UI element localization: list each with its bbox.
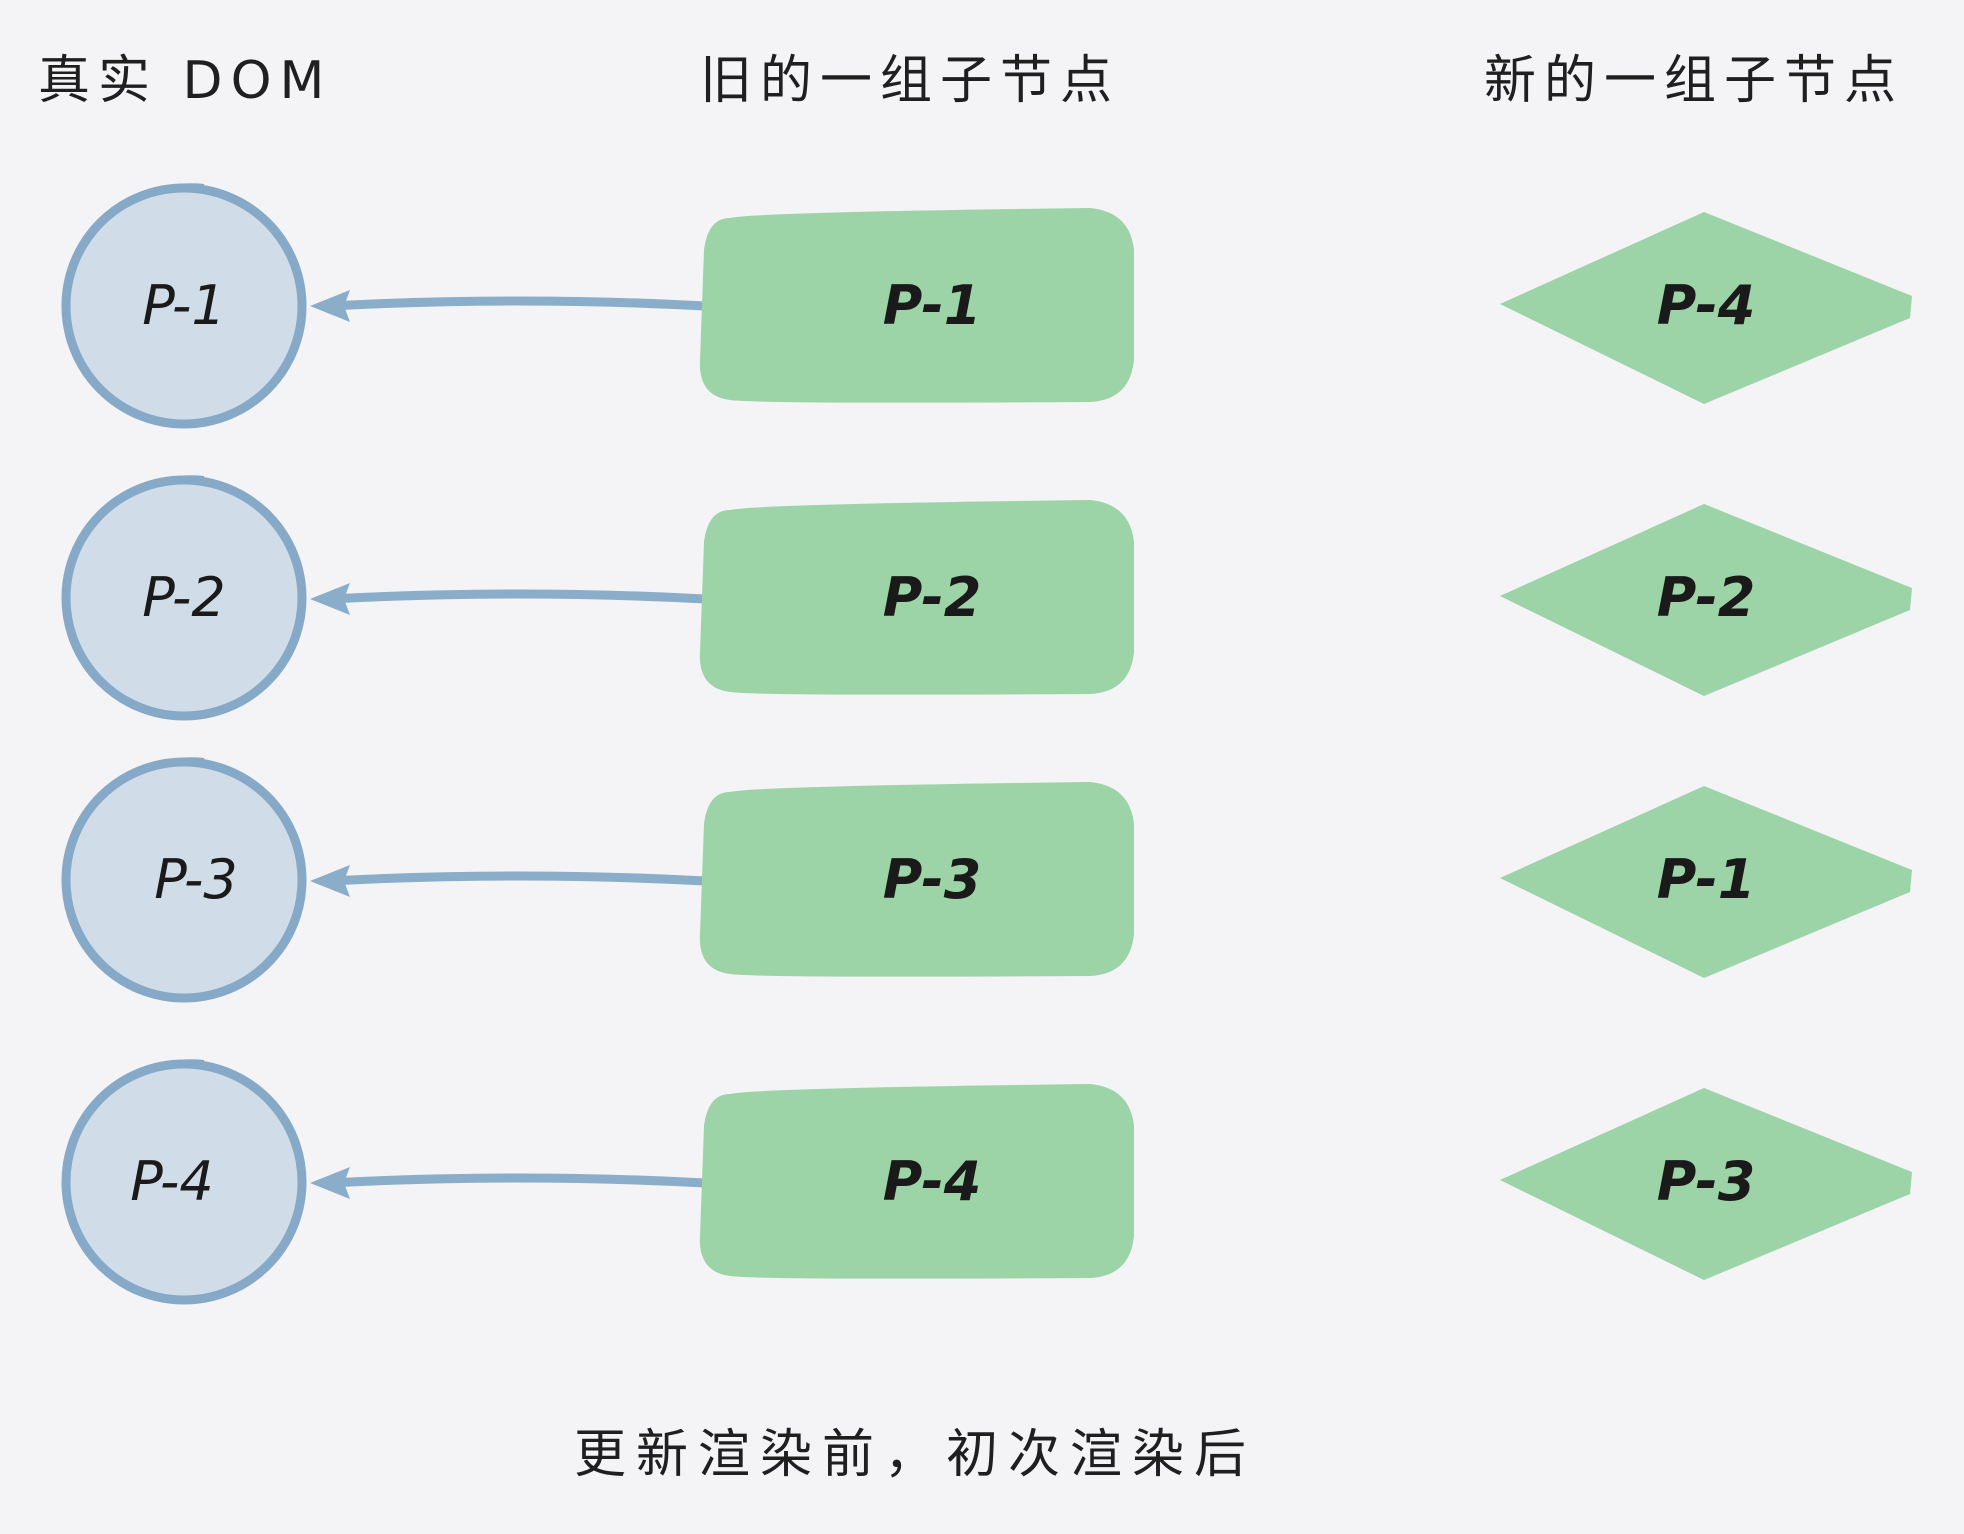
old-node-label-4: P-4: [883, 1150, 982, 1213]
row-1: P-1 P-1 P-4: [61, 183, 1912, 429]
real-dom-label-1: P-1: [142, 274, 225, 337]
new-node-1: P-4: [1500, 212, 1912, 404]
old-node-3: P-3: [699, 782, 1134, 977]
link-arrowhead-4: [310, 1167, 350, 1199]
real-dom-node-3: P-3: [61, 757, 307, 1003]
old-node-label-1: P-1: [883, 274, 982, 337]
new-node-label-4: P-3: [1657, 1150, 1756, 1213]
header-real-dom: 真实 DOM: [38, 51, 332, 111]
new-node-label-1: P-4: [1657, 274, 1756, 337]
real-dom-node-1: P-1: [61, 183, 307, 429]
link-arrowhead-3: [310, 865, 350, 897]
link-arrowhead-2: [310, 583, 350, 615]
new-node-label-3: P-1: [1657, 848, 1756, 911]
new-node-3: P-1: [1500, 786, 1912, 978]
row-2: P-2 P-2 P-2: [61, 475, 1912, 721]
link-arrow-3: [325, 871, 710, 886]
row-3: P-3 P-3 P-1: [61, 757, 1912, 1003]
link-arrowhead-1: [310, 290, 350, 322]
real-dom-node-2: P-2: [61, 475, 307, 721]
header-new-children: 新的一组子节点: [1484, 51, 1904, 111]
row-4: P-4 P-4 P-3: [61, 1059, 1912, 1305]
old-node-1: P-1: [699, 208, 1134, 403]
new-node-label-2: P-2: [1657, 566, 1756, 629]
real-dom-label-3: P-3: [154, 848, 237, 911]
link-arrow-2: [325, 589, 710, 604]
old-node-2: P-2: [699, 500, 1134, 695]
new-node-4: P-3: [1500, 1088, 1912, 1280]
old-node-4: P-4: [699, 1084, 1134, 1279]
link-arrow-1: [325, 296, 710, 311]
real-dom-node-4: P-4: [61, 1059, 307, 1305]
old-node-label-3: P-3: [883, 848, 982, 911]
real-dom-label-4: P-4: [130, 1150, 213, 1213]
old-node-label-2: P-2: [883, 566, 982, 629]
header-old-children: 旧的一组子节点: [700, 51, 1120, 111]
link-arrow-4: [325, 1173, 710, 1188]
new-node-2: P-2: [1500, 504, 1912, 696]
real-dom-label-2: P-2: [142, 566, 225, 629]
diagram-caption: 更新渲染前，初次渲染后: [574, 1425, 1256, 1485]
